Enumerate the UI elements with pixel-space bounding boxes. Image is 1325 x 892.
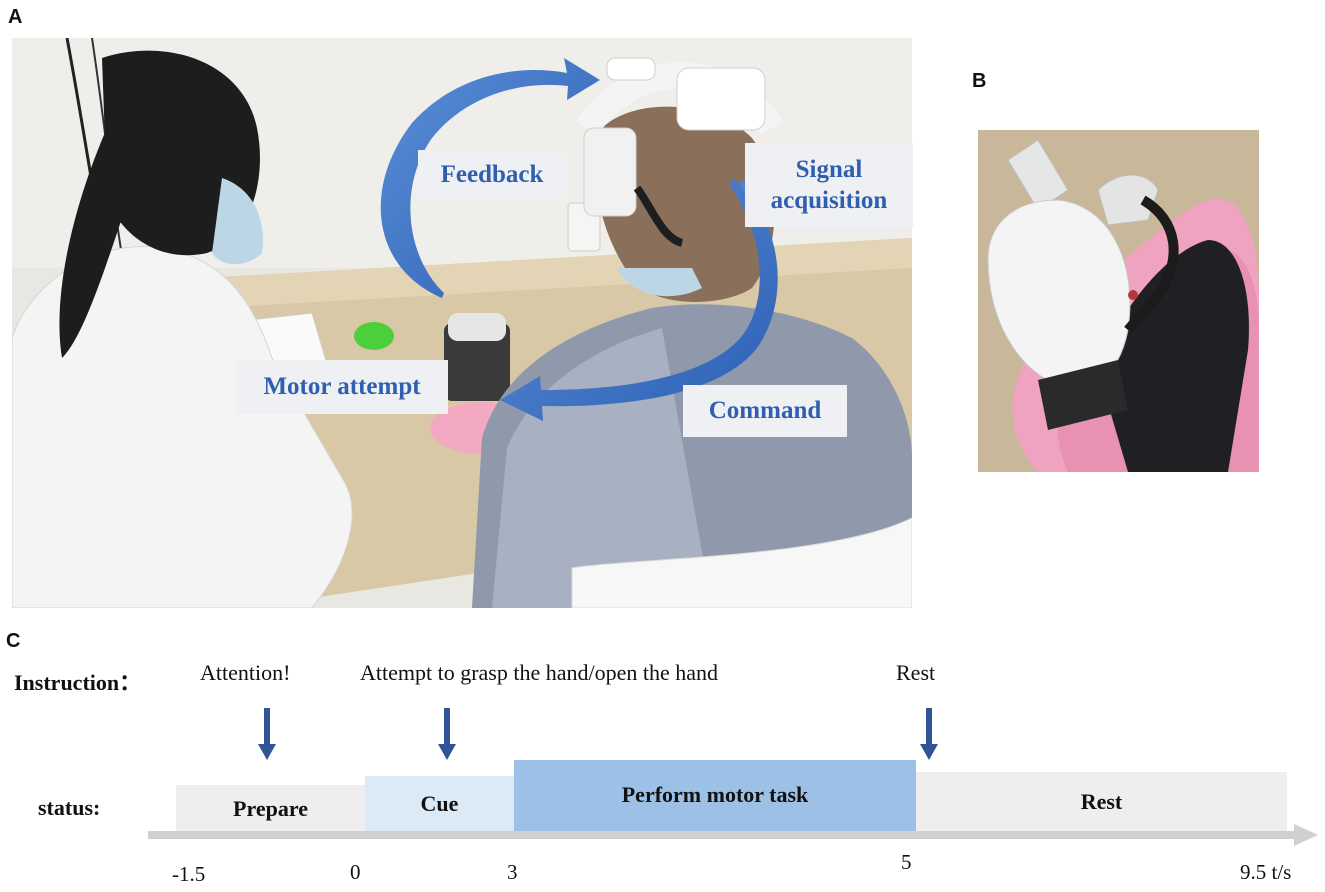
motor-attempt-label-text: Motor attempt xyxy=(263,373,421,401)
feedback-arrow xyxy=(380,58,600,298)
panel-label-c: C xyxy=(6,630,21,652)
tick-5: 5 xyxy=(901,850,912,874)
phase-rest-label: Rest xyxy=(1080,789,1123,814)
signal-acquisition-line1: Signal xyxy=(795,155,863,183)
phase-perform-motor-task: Perform motor task xyxy=(514,760,916,832)
attempt-down-arrow-icon xyxy=(438,708,456,760)
time-axis xyxy=(148,824,1318,846)
phase-cue-label: Cue xyxy=(420,791,459,816)
signal-acquisition-line2: acquisition xyxy=(770,187,888,214)
hand-exoskeleton-photo xyxy=(978,130,1259,472)
phase-rest: Rest xyxy=(916,772,1287,832)
tick-9-5: 9.5 t/s xyxy=(1240,860,1292,884)
phase-perform-label: Perform motor task xyxy=(621,782,809,807)
panel-label-b: B xyxy=(972,70,987,92)
phase-prepare: Prepare xyxy=(176,785,365,832)
tick-3: 3 xyxy=(507,860,518,884)
bci-loop-arrows xyxy=(380,58,778,421)
instruction-attempt: Attempt to grasp the hand/open the hand xyxy=(360,660,719,685)
instruction-rest: Rest xyxy=(896,660,936,685)
phase-cue: Cue xyxy=(365,776,514,832)
signal-acquisition-label: Signal acquisition xyxy=(745,143,913,227)
command-label-text: Command xyxy=(708,397,822,425)
feedback-label-text: Feedback xyxy=(440,161,544,189)
hand-exoskeleton-illustration xyxy=(978,130,1259,472)
status-heading: status: xyxy=(38,795,101,820)
panel-label-a: A xyxy=(8,6,23,28)
tick-0: 0 xyxy=(350,860,361,884)
motor-attempt-label: Motor attempt xyxy=(236,360,448,414)
instruction-heading: Instruction： xyxy=(14,670,142,695)
feedback-label: Feedback xyxy=(418,150,566,200)
tick-minus-1-5: -1.5 xyxy=(172,862,206,886)
rest-down-arrow-icon xyxy=(920,708,938,760)
attention-down-arrow-icon xyxy=(258,708,276,760)
phase-prepare-label: Prepare xyxy=(233,795,308,821)
instruction-attention: Attention! xyxy=(200,660,291,685)
command-label: Command xyxy=(683,385,847,437)
